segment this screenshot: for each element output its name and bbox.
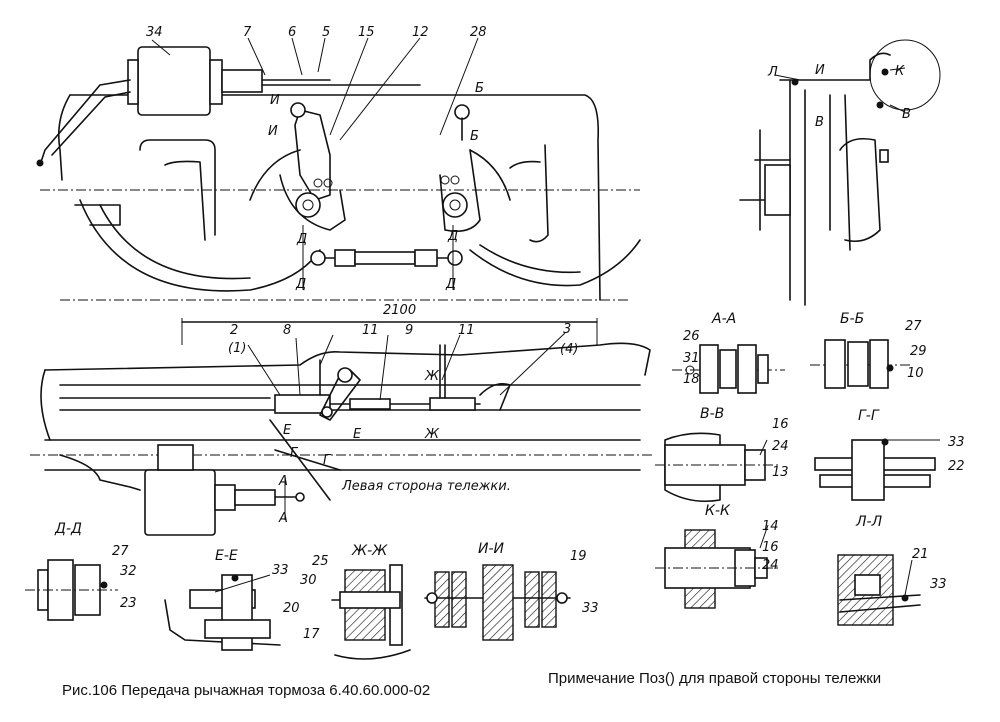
section-i-i	[424, 564, 571, 641]
mark-v-2: В	[902, 107, 911, 122]
part-23: 23	[120, 596, 137, 611]
part-3: 3	[563, 322, 571, 337]
section-k-k	[655, 524, 780, 609]
note-caption: Примечание Поз() для правой стороны теле…	[548, 670, 881, 687]
title-b-b: Б-Б	[840, 311, 864, 327]
part-24-b: 24	[762, 558, 779, 573]
part-27-a: 27	[905, 319, 922, 334]
part-17: 17	[303, 627, 320, 642]
part-16-b: 16	[762, 540, 779, 555]
bogie-side-view	[36, 37, 641, 301]
title-e-e: Е-Е	[215, 548, 238, 564]
part-30: 30	[300, 573, 317, 588]
mark-b-1: Б	[475, 81, 484, 96]
part-13: 13	[772, 465, 789, 480]
part-34: 34	[146, 25, 163, 40]
part-9: 9	[405, 323, 413, 338]
part-16-a: 16	[772, 417, 789, 432]
figure-caption: Рис.106 Передача рычажная тормоза 6.40.6…	[62, 682, 430, 699]
part-24-a: 24	[772, 439, 789, 454]
title-i-i: И-И	[478, 541, 505, 557]
title-zh-zh: Ж-Ж	[351, 543, 388, 559]
part-14: 14	[762, 519, 779, 534]
part-11-a: 11	[362, 323, 379, 338]
part-33-c: 33	[272, 563, 289, 578]
part-25: 25	[312, 554, 329, 569]
mark-i-2: И	[268, 124, 278, 139]
mark-g-1: Г	[290, 446, 299, 461]
part-4-right: (4)	[560, 342, 578, 357]
part-5: 5	[322, 25, 330, 40]
mark-d-2: Д	[447, 229, 458, 244]
mark-g-2: Г	[323, 453, 332, 468]
section-v-v	[655, 432, 780, 503]
part-7: 7	[243, 25, 252, 40]
mark-a-2: А	[278, 511, 288, 526]
part-11-b: 11	[458, 323, 475, 338]
title-d-d: Д-Д	[54, 521, 82, 537]
part-22: 22	[948, 459, 965, 474]
mark-v-1: В	[815, 115, 824, 130]
mark-i-3: И	[815, 63, 825, 78]
section-zh-zh	[331, 564, 411, 660]
mark-zh-2: Ж	[424, 427, 440, 442]
dimension-2100: 2100	[383, 303, 416, 318]
part-29: 29	[910, 344, 927, 359]
section-l-l	[837, 554, 921, 626]
part-18: 18	[683, 372, 700, 387]
mark-e-2: Е	[353, 427, 362, 442]
part-33-d: 33	[582, 601, 599, 616]
mark-d-1: Д	[296, 232, 307, 247]
section-a-a	[672, 344, 785, 394]
title-a-a: А-А	[711, 311, 736, 327]
part-26: 26	[683, 329, 700, 344]
part-8: 8	[283, 323, 291, 338]
left-side-note: Левая сторона тележки.	[341, 479, 511, 494]
mark-a-1: А	[278, 474, 288, 489]
mark-d-3: Д	[295, 277, 306, 292]
section-g-g	[814, 438, 940, 501]
mark-i-1: И	[270, 93, 280, 108]
title-k-k: К-К	[705, 503, 731, 519]
mark-b-2: Б	[470, 129, 479, 144]
part-33-a: 33	[948, 435, 965, 450]
section-d-d	[25, 559, 118, 621]
end-view	[739, 39, 941, 306]
mark-k-1: К	[895, 64, 905, 79]
part-12: 12	[412, 25, 429, 40]
mark-d-4: Д	[445, 277, 456, 292]
part-21: 21	[912, 547, 929, 562]
part-6: 6	[288, 25, 296, 40]
part-2: 2	[230, 323, 238, 338]
part-19: 19	[570, 549, 587, 564]
title-g-g: Г-Г	[858, 408, 880, 424]
mark-l-1: Л	[767, 65, 778, 80]
mark-e-1: Е	[283, 423, 292, 438]
plan-view	[30, 318, 655, 536]
part-32: 32	[120, 564, 137, 579]
part-10: 10	[907, 366, 924, 381]
part-31: 31	[683, 351, 700, 366]
title-v-v: В-В	[700, 406, 724, 422]
part-20: 20	[283, 601, 300, 616]
part-15: 15	[358, 25, 375, 40]
part-33-b: 33	[930, 577, 947, 592]
title-l-l: Л-Л	[855, 514, 883, 530]
part-28: 28	[470, 25, 487, 40]
section-b-b	[810, 339, 910, 389]
part-1-right: (1)	[228, 341, 246, 356]
mark-zh-1: Ж	[424, 369, 440, 384]
part-27-b: 27	[112, 544, 129, 559]
section-e-e	[164, 574, 281, 651]
